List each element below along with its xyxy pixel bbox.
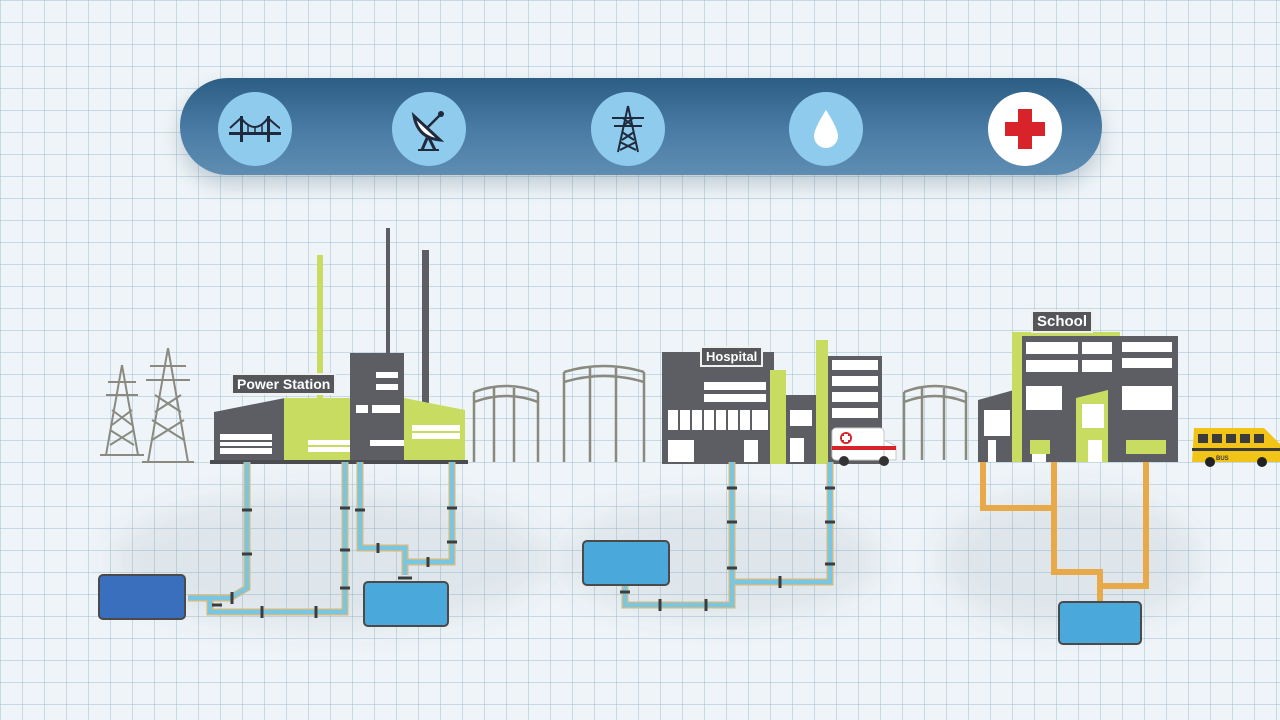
- hospital-label: Hospital: [700, 346, 764, 367]
- school-building: [978, 332, 1178, 462]
- satellite-dish-icon: [392, 92, 466, 166]
- power-line-poles: [472, 364, 968, 462]
- power-station-building: [210, 228, 468, 464]
- power-station-water-pipes: [188, 462, 457, 618]
- ambulance: [831, 427, 897, 466]
- hospital-tank: [582, 540, 670, 586]
- transmission-towers: [100, 347, 194, 463]
- water-drop-icon: [789, 92, 863, 166]
- school-bus: BUS: [1192, 428, 1280, 467]
- medical-cross-icon: [988, 92, 1062, 166]
- power-station-tank: [363, 581, 449, 627]
- power-station-label: Power Station: [231, 373, 337, 395]
- storage-tanks: [98, 540, 1142, 645]
- hospital-water-pipes: [620, 462, 835, 611]
- bus-text: BUS: [1216, 456, 1229, 462]
- school-tank: [1058, 601, 1142, 645]
- school-pipes: [980, 462, 1149, 604]
- school-label: School: [1031, 310, 1094, 333]
- power-pylon-icon: [591, 92, 665, 166]
- hospital-building: [662, 340, 882, 464]
- infrastructure-icon-bar: [180, 78, 1102, 175]
- bridge-icon: [218, 92, 292, 166]
- dark-blue-tank: [98, 574, 186, 620]
